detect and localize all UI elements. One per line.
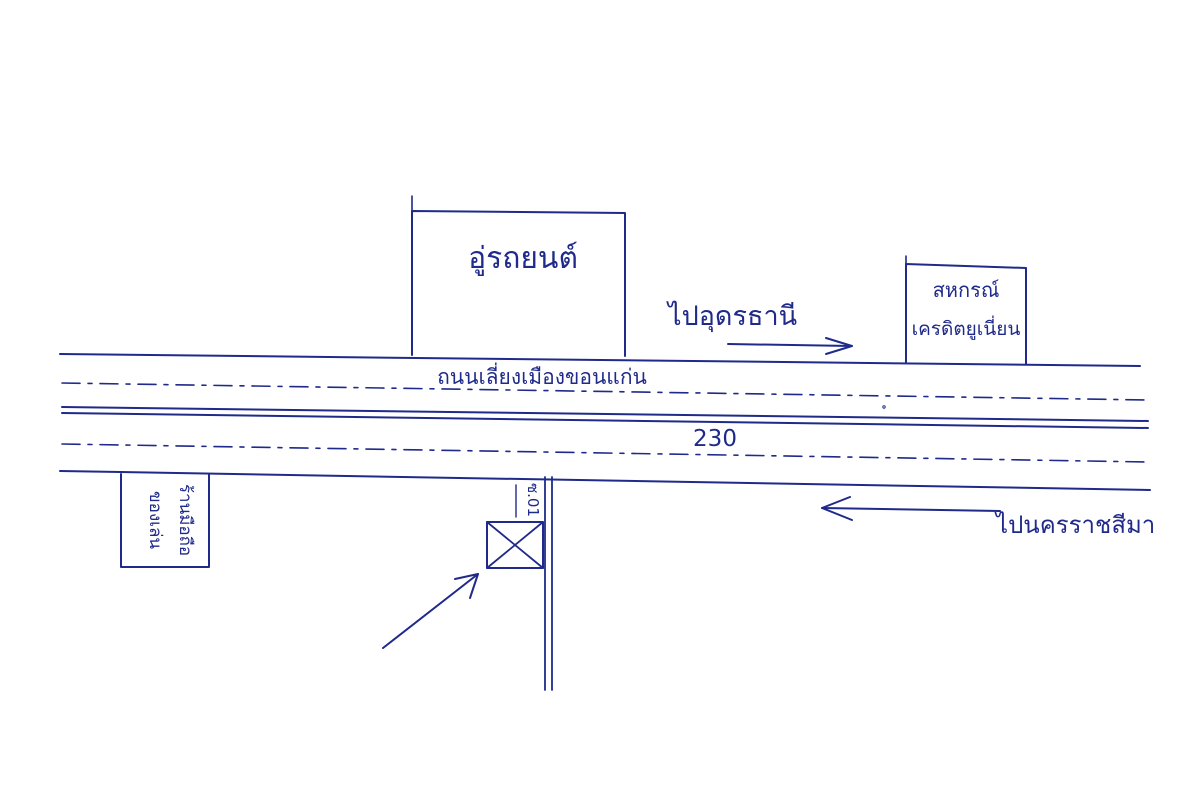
target-property-box (486, 521, 544, 569)
soi-label: ซ.01 (524, 483, 542, 517)
direction-west-label: ไปนครราชสีมา (994, 511, 1155, 539)
phone-shop-label-line2: ของเล่น (145, 491, 165, 549)
road-number-label: 230 (693, 426, 737, 452)
target-cross-b (486, 521, 544, 569)
road-bottom-edge (59, 470, 1151, 491)
arrow-west-head (821, 496, 853, 521)
phone-shop-building (120, 473, 210, 568)
garage-building (411, 210, 626, 357)
pointer-arrow-shaft (382, 573, 479, 649)
road-name-label: ถนนเลี่ยงเมืองขอนแก่น (437, 362, 647, 389)
direction-east-label: ไปอุดรธานี (666, 301, 797, 333)
median-line-lower (61, 412, 1149, 429)
pointer-arrow-head (454, 573, 479, 599)
lane-dash-upper (61, 382, 1149, 401)
road-top-edge (59, 353, 1141, 367)
lane-dash-lower (61, 443, 1149, 463)
arrow-east-shaft (727, 343, 853, 347)
arrow-east-head (825, 337, 853, 355)
garage-label: อู่รถยนต์ (468, 241, 578, 276)
median-line-upper (61, 406, 1149, 422)
credit-union-label-line2: เครดิตยูเนี่ยน (912, 315, 1021, 340)
arrow-west-shaft (821, 507, 1001, 512)
pen-dot (882, 405, 886, 409)
credit-union-label-line1: สหกรณ์ (933, 278, 1000, 302)
phone-shop-label-line1: ร้านมือถือ (175, 484, 195, 556)
credit-union-building (905, 263, 1027, 365)
